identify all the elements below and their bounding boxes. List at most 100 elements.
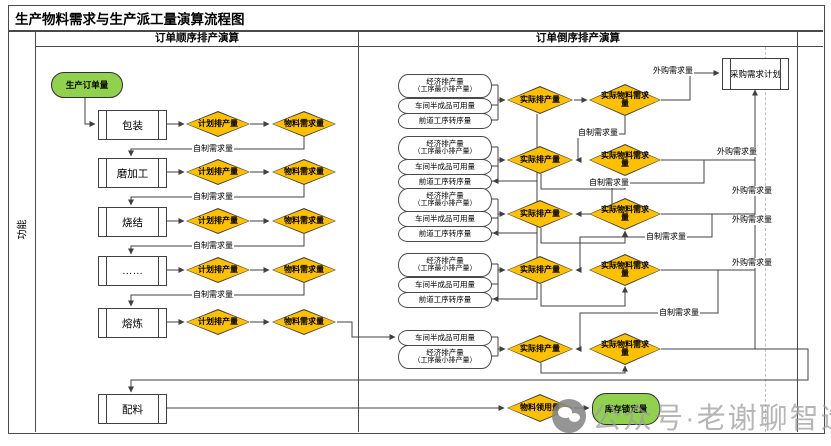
edge-label-outsource-demand: 外购需求量 bbox=[731, 258, 773, 268]
page-title: 生产物料需求与生产派工量演算流程图 bbox=[15, 12, 245, 27]
process-box-batching: 配料 bbox=[98, 394, 167, 424]
stock-lock-label: 库存锁定量 bbox=[604, 404, 648, 414]
cylinder-label: 前道工序转序量 bbox=[418, 228, 472, 238]
cylinder-economic-qty: 经济排产量 （工序最小排产量） bbox=[398, 188, 492, 212]
diamond-material-qty: 物料需求量 bbox=[272, 257, 336, 283]
cylinder-label: （工序最小排产量） bbox=[413, 86, 477, 94]
cylinder-transfer-qty: 前道工序转序量 bbox=[398, 292, 492, 308]
right-cell-border bbox=[797, 30, 798, 432]
cylinder-wip-qty: 车间半成品可用量 bbox=[398, 330, 492, 346]
diamond-actual-material-qty: 实际物料需求量 bbox=[589, 198, 661, 230]
diamond-label: 物料领用量 bbox=[520, 402, 560, 412]
process-label: 熔炼 bbox=[122, 317, 143, 330]
cylinder-wip-qty: 车间半成品可用量 bbox=[398, 277, 492, 293]
diamond-actual-material-qty: 实际物料需求量 bbox=[589, 254, 661, 286]
process-box-smelting: 熔炼 bbox=[98, 308, 167, 338]
edge-label-outsource-demand: 外购需求量 bbox=[731, 186, 773, 196]
cylinder-wip-qty: 车间半成品可用量 bbox=[398, 211, 492, 227]
cylinder-label: 经济排产量 bbox=[426, 77, 464, 87]
diamond-plan-qty: 计划排产量 bbox=[186, 159, 250, 185]
diamond-label: 实际物料需求量 bbox=[601, 339, 649, 357]
process-box-grinding: 磨加工 bbox=[98, 158, 167, 188]
diamond-label: 计划排产量 bbox=[198, 166, 238, 176]
diamond-label: 物料需求量 bbox=[284, 316, 324, 326]
diamond-actual-plan-qty: 实际排产量 bbox=[507, 86, 573, 114]
diamond-label: 实际物料需求量 bbox=[601, 90, 649, 108]
cylinder-transfer-qty: 前道工序转序量 bbox=[398, 226, 492, 242]
diamond-label: 实际物料需求量 bbox=[601, 204, 649, 222]
edge-label-self-demand: 自制需求量 bbox=[192, 290, 234, 300]
diamond-plan-qty: 计划排产量 bbox=[186, 111, 250, 137]
cylinder-label: 车间半成品可用量 bbox=[415, 213, 475, 223]
cylinder-wip-qty: 车间半成品可用量 bbox=[398, 159, 492, 175]
diamond-label: 计划排产量 bbox=[198, 316, 238, 326]
cylinder-label: 经济排产量 bbox=[426, 256, 464, 266]
diamond-label: 实际排产量 bbox=[520, 94, 560, 104]
process-label: 包装 bbox=[122, 119, 143, 132]
diamond-label: 物料需求量 bbox=[284, 118, 324, 128]
process-box-packaging: 包装 bbox=[98, 110, 167, 140]
cylinder-economic-qty: 经济排产量 （工序最小排产量） bbox=[398, 253, 492, 277]
diamond-label: 物料需求量 bbox=[284, 166, 324, 176]
cylinder-label: 车间半成品可用量 bbox=[415, 279, 475, 289]
header-separator bbox=[35, 46, 823, 47]
cylinder-label: 车间半成品可用量 bbox=[415, 161, 475, 171]
diamond-material-qty: 物料需求量 bbox=[272, 159, 336, 185]
cylinder-label: 前道工序转序量 bbox=[418, 294, 472, 304]
cylinder-label: （工序最小排产量） bbox=[413, 265, 477, 273]
diamond-actual-material-qty: 实际物料需求量 bbox=[589, 144, 661, 176]
diamond-plan-qty: 计划排产量 bbox=[186, 208, 250, 234]
process-label: …… bbox=[122, 265, 143, 277]
diamond-label: 实际物料需求量 bbox=[601, 150, 649, 168]
process-label: 磨加工 bbox=[116, 167, 149, 180]
diamond-material-qty: 物料需求量 bbox=[272, 309, 336, 335]
title-separator bbox=[8, 30, 823, 32]
diamond-label: 计划排产量 bbox=[198, 215, 238, 225]
cylinder-label: （工序最小排产量） bbox=[413, 148, 477, 156]
diamond-material-qty: 物料需求量 bbox=[272, 208, 336, 234]
process-box-sintering: 烧结 bbox=[98, 207, 167, 237]
cylinder-economic-qty: 经济排产量 （工序最小排产量） bbox=[398, 345, 492, 369]
column-divider bbox=[358, 30, 359, 432]
cylinder-wip-qty: 车间半成品可用量 bbox=[398, 98, 492, 114]
diamond-actual-plan-qty: 实际排产量 bbox=[507, 146, 573, 174]
diamond-label: 实际物料需求量 bbox=[601, 260, 649, 278]
diamond-actual-plan-qty: 实际排产量 bbox=[507, 256, 573, 284]
diamond-actual-plan-qty: 实际排产量 bbox=[507, 200, 573, 228]
edge-label-self-demand: 自制需求量 bbox=[192, 192, 234, 202]
diamond-label: 实际排产量 bbox=[520, 154, 560, 164]
diamond-label: 计划排产量 bbox=[198, 264, 238, 274]
lane-label: 功能 bbox=[17, 219, 29, 240]
diamond-label: 物料需求量 bbox=[284, 264, 324, 274]
cylinder-label: （工序最小排产量） bbox=[413, 357, 477, 365]
diamond-label: 实际排产量 bbox=[520, 208, 560, 218]
process-label: 采购需求计划 bbox=[729, 69, 781, 79]
cylinder-label: 车间半成品可用量 bbox=[415, 332, 475, 342]
diamond-label: 实际排产量 bbox=[520, 343, 560, 353]
cylinder-economic-qty: 经济排产量 （工序最小排产量） bbox=[398, 74, 492, 98]
process-label: 烧结 bbox=[122, 216, 143, 229]
lane-border bbox=[35, 30, 36, 432]
cylinder-label: 前道工序转序量 bbox=[418, 176, 472, 186]
outer-border bbox=[8, 5, 825, 434]
cylinder-label: 经济排产量 bbox=[426, 139, 464, 149]
cylinder-transfer-qty: 前道工序转序量 bbox=[398, 113, 492, 129]
diamond-material-use-qty: 物料领用量 bbox=[507, 394, 573, 422]
process-box-ellipsis: …… bbox=[98, 256, 167, 286]
edge-label-self-demand: 自制需求量 bbox=[192, 144, 234, 154]
diamond-label: 实际排产量 bbox=[520, 264, 560, 274]
cylinder-label: 车间半成品可用量 bbox=[415, 100, 475, 110]
edge-label-self-demand: 自制需求量 bbox=[645, 232, 687, 242]
process-label: 配料 bbox=[122, 403, 143, 416]
diamond-plan-qty: 计划排产量 bbox=[186, 309, 250, 335]
edge-label-self-demand: 自制需求量 bbox=[588, 178, 630, 188]
diamond-label: 物料需求量 bbox=[284, 215, 324, 225]
start-terminal: 生产订单量 bbox=[51, 72, 123, 98]
stock-lock-terminal: 库存锁定量 bbox=[592, 393, 660, 425]
edge-label-self-demand: 自制需求量 bbox=[577, 128, 619, 138]
diamond-plan-qty: 计划排产量 bbox=[186, 257, 250, 283]
column-header-reverse: 订单倒序排产演算 bbox=[536, 32, 620, 44]
diamond-actual-plan-qty: 实际排产量 bbox=[507, 335, 573, 363]
cylinder-label: 经济排产量 bbox=[426, 191, 464, 201]
